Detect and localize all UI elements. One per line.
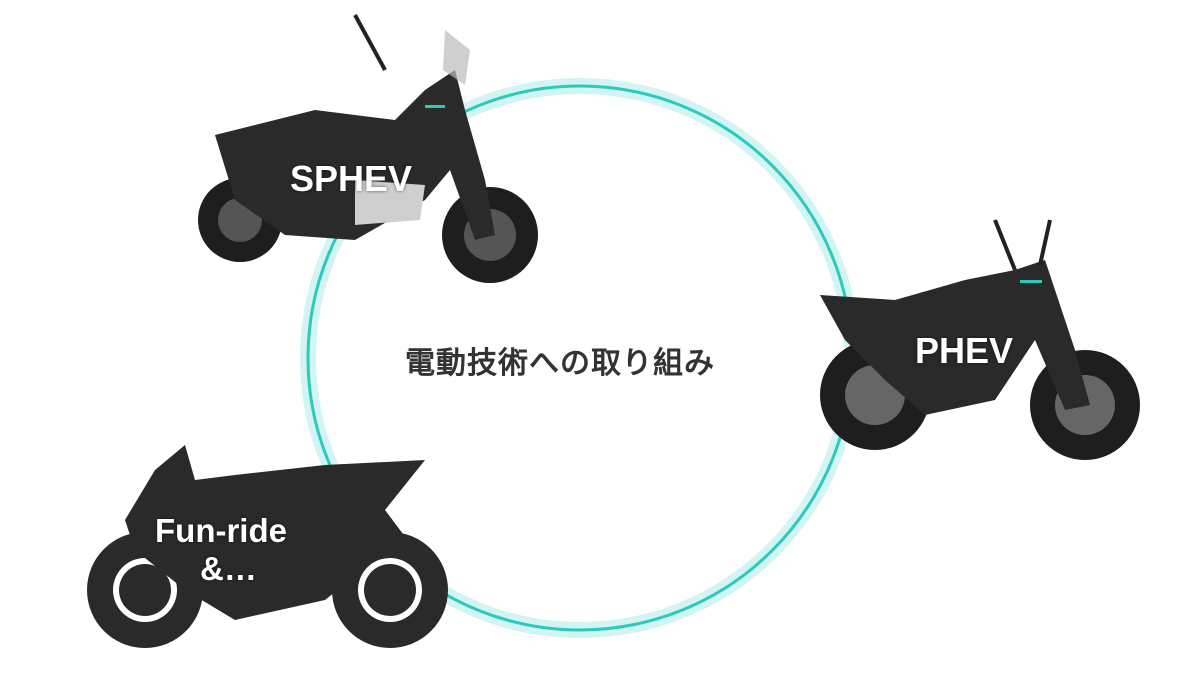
fun-ride-more-text: &… bbox=[200, 550, 257, 587]
center-title: 電動技術への取り組み bbox=[405, 346, 715, 381]
fun-ride-motorcycle-silhouette bbox=[87, 445, 448, 648]
fun-ride-text: Fun-ride bbox=[155, 512, 287, 549]
phev-motorcycle-image bbox=[820, 219, 1140, 460]
node-label-sphev: SPHEV bbox=[290, 158, 413, 199]
sphev-motorcycle-image bbox=[198, 14, 538, 283]
node-label-fun-ride: Fun-ride &… bbox=[155, 512, 287, 588]
node-label-phev: PHEV bbox=[915, 330, 1014, 371]
